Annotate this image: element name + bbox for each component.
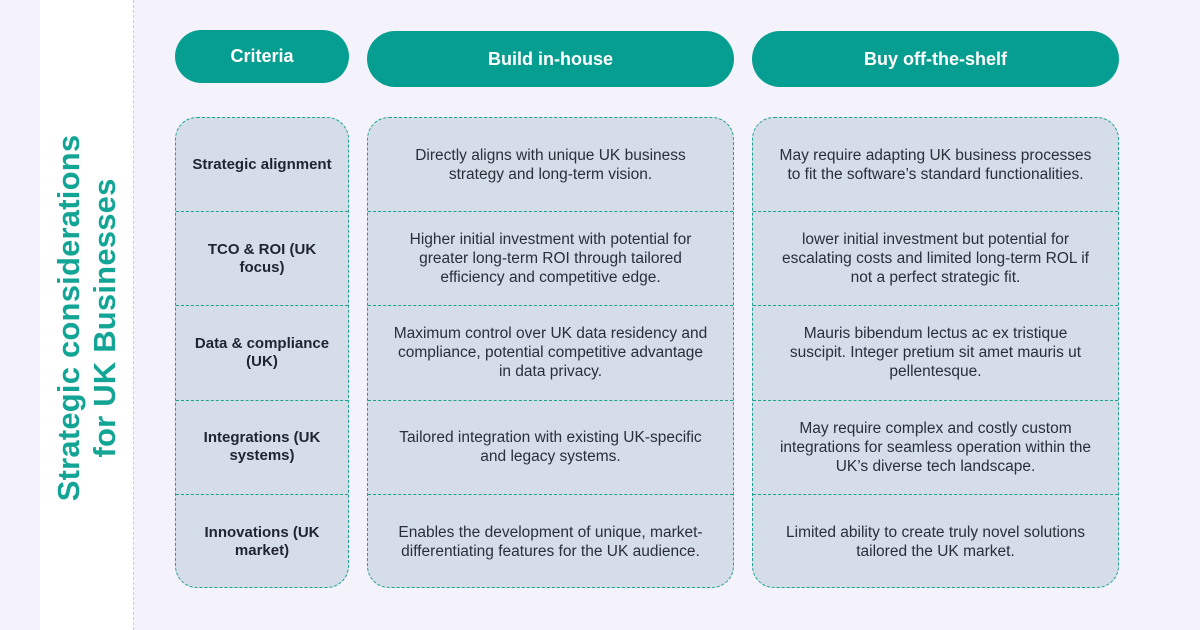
build-column: Directly aligns with unique UK business … [367, 117, 734, 588]
side-panel [40, 0, 134, 630]
build-cell-integrations: Tailored integration with existing UK-sp… [368, 401, 733, 495]
build-cell-data-compliance: Maximum control over UK data residency a… [368, 306, 733, 401]
buy-header: Buy off-the-shelf [752, 31, 1119, 87]
buy-cell-innovations: Limited ability to create truly novel so… [786, 523, 1085, 560]
criteria-column: Strategic alignment TCO & ROI (UK focus)… [175, 117, 349, 588]
criteria-cell-tco-roi: TCO & ROI (UK focus) [176, 212, 348, 307]
criteria-cell-integrations: Integrations (UK systems) [176, 401, 348, 495]
buy-cell-tco-roi: lower initial investment but potential f… [753, 212, 1118, 307]
title-line-1: Strategic considerations [51, 134, 86, 502]
title-line-2: for UK Businesses [87, 178, 122, 458]
buy-column: May require adapting UK business process… [752, 117, 1119, 588]
criteria-header: Criteria [175, 30, 349, 83]
build-cell-innovations: Enables the development of unique, marke… [398, 523, 703, 560]
buy-cell-strategic-alignment: May require adapting UK business process… [753, 118, 1118, 213]
buy-cell-data-compliance: Mauris bibendum lectus ac ex tristique s… [753, 306, 1118, 401]
build-cell-tco-roi: Higher initial investment with potential… [368, 212, 733, 307]
criteria-cell-innovations: Innovations (UK market) [204, 523, 320, 559]
criteria-cell-data-compliance: Data & compliance (UK) [176, 306, 348, 401]
criteria-cell-strategic-alignment: Strategic alignment [176, 118, 348, 213]
build-cell-strategic-alignment: Directly aligns with unique UK business … [368, 118, 733, 213]
page-title: Strategic considerations for UK Business… [51, 135, 123, 502]
build-header: Build in-house [367, 31, 734, 87]
buy-cell-integrations: May require complex and costly custom in… [753, 401, 1118, 495]
